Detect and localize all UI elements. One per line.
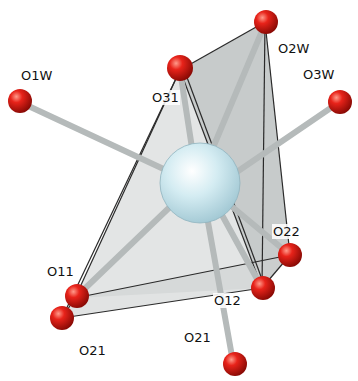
atom-label: O11 (46, 264, 75, 279)
atom-label: O3W (302, 67, 335, 82)
atom-label: O22 (272, 224, 301, 239)
atom-label: O21 (183, 330, 212, 345)
atom-label: O31 (151, 90, 180, 105)
atom-label: O2W (277, 41, 310, 56)
atom-label: O1W (20, 68, 53, 83)
atom-label: O12 (213, 293, 242, 308)
atom-label: O21 (78, 343, 107, 358)
